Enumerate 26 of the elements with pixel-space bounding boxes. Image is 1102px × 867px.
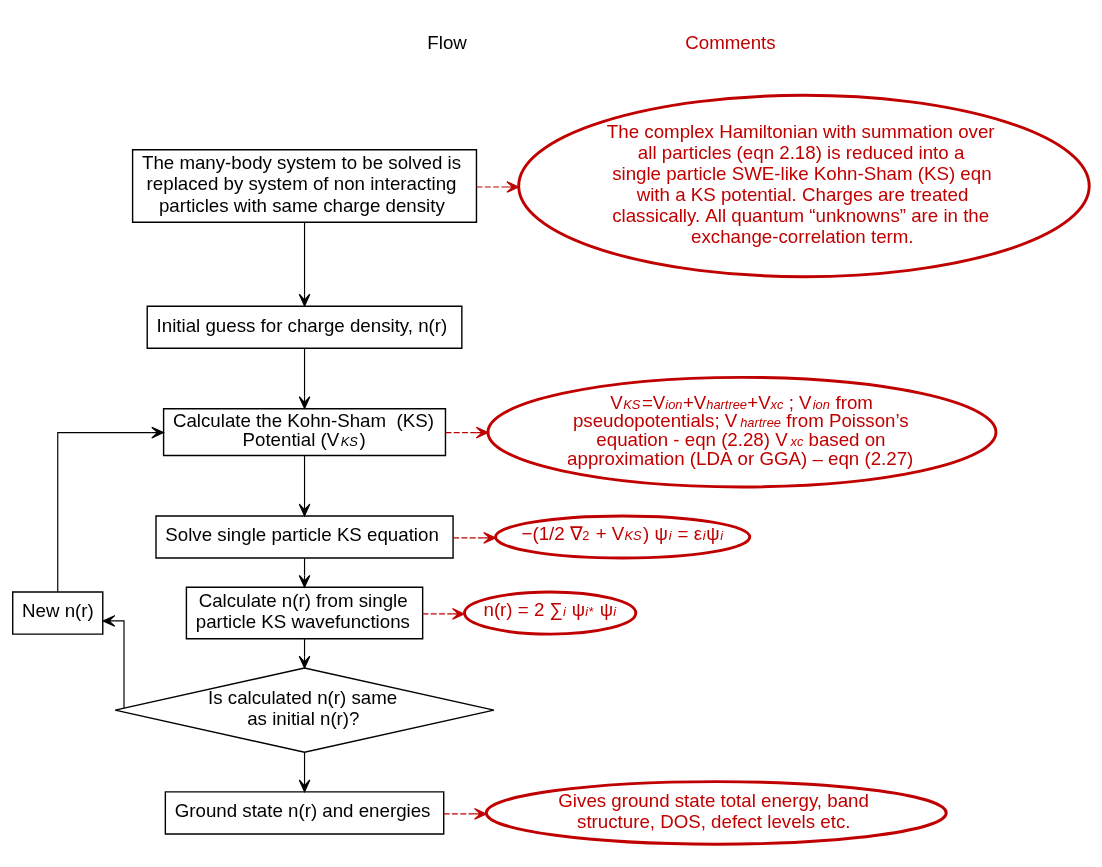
arrow	[102, 614, 125, 708]
arrow	[57, 426, 165, 592]
arrow	[443, 807, 487, 820]
node-box: The many-body system to be solved is replaced by system of non interacting particles with same charge density	[131, 148, 478, 223]
node-box: Calculate the Kohn-Sham (KS) Potential (VKS)	[162, 407, 447, 456]
node-ellipse: n(r) = 2 ∑i ψi* ψi	[463, 590, 638, 636]
label: Comments	[685, 31, 776, 53]
arrow	[445, 426, 489, 438]
node-box: New n(r)	[12, 590, 104, 635]
node-box: Initial guess for charge density, n(r)	[146, 305, 463, 349]
arrow	[422, 607, 465, 620]
arrow	[298, 751, 311, 792]
node-diamond: Is calculated n(r) same as initial n(r)?	[114, 666, 495, 753]
arrow	[298, 454, 311, 516]
node-ellipse: VKS=Vion+Vhartree+Vxc ; Vion from pseudopotentials; Vhartree from Poisson’s equation - eqn (2.28) Vxc based on approximation (LDA or GGA) – eqn (2.27)	[486, 375, 998, 488]
node-ellipse: −(1/2 ∇2 + VKS) ψi = εiψi	[494, 514, 752, 560]
arrow	[476, 180, 520, 193]
label: Flow	[427, 31, 467, 53]
node-ellipse: The complex Hamiltonian with summation over all particles (eqn 2.18) is reduced into a single particle SWE-like Kohn-Sham (KS) eqn with a KS potential. Charges are treated classically. All quantum “unknowns” are in the exchange-correlation term.	[517, 93, 1091, 278]
arrow	[298, 221, 311, 307]
node-ellipse: Gives ground state total energy, band structure, DOS, defect levels etc.	[484, 779, 948, 846]
node-box: Ground state n(r) and energies	[164, 790, 445, 835]
arrow	[298, 347, 311, 409]
node-box: Solve single particle KS equation	[155, 514, 454, 559]
node-box: Calculate n(r) from single particle KS wavefunctions	[185, 586, 424, 639]
arrow	[452, 531, 497, 544]
